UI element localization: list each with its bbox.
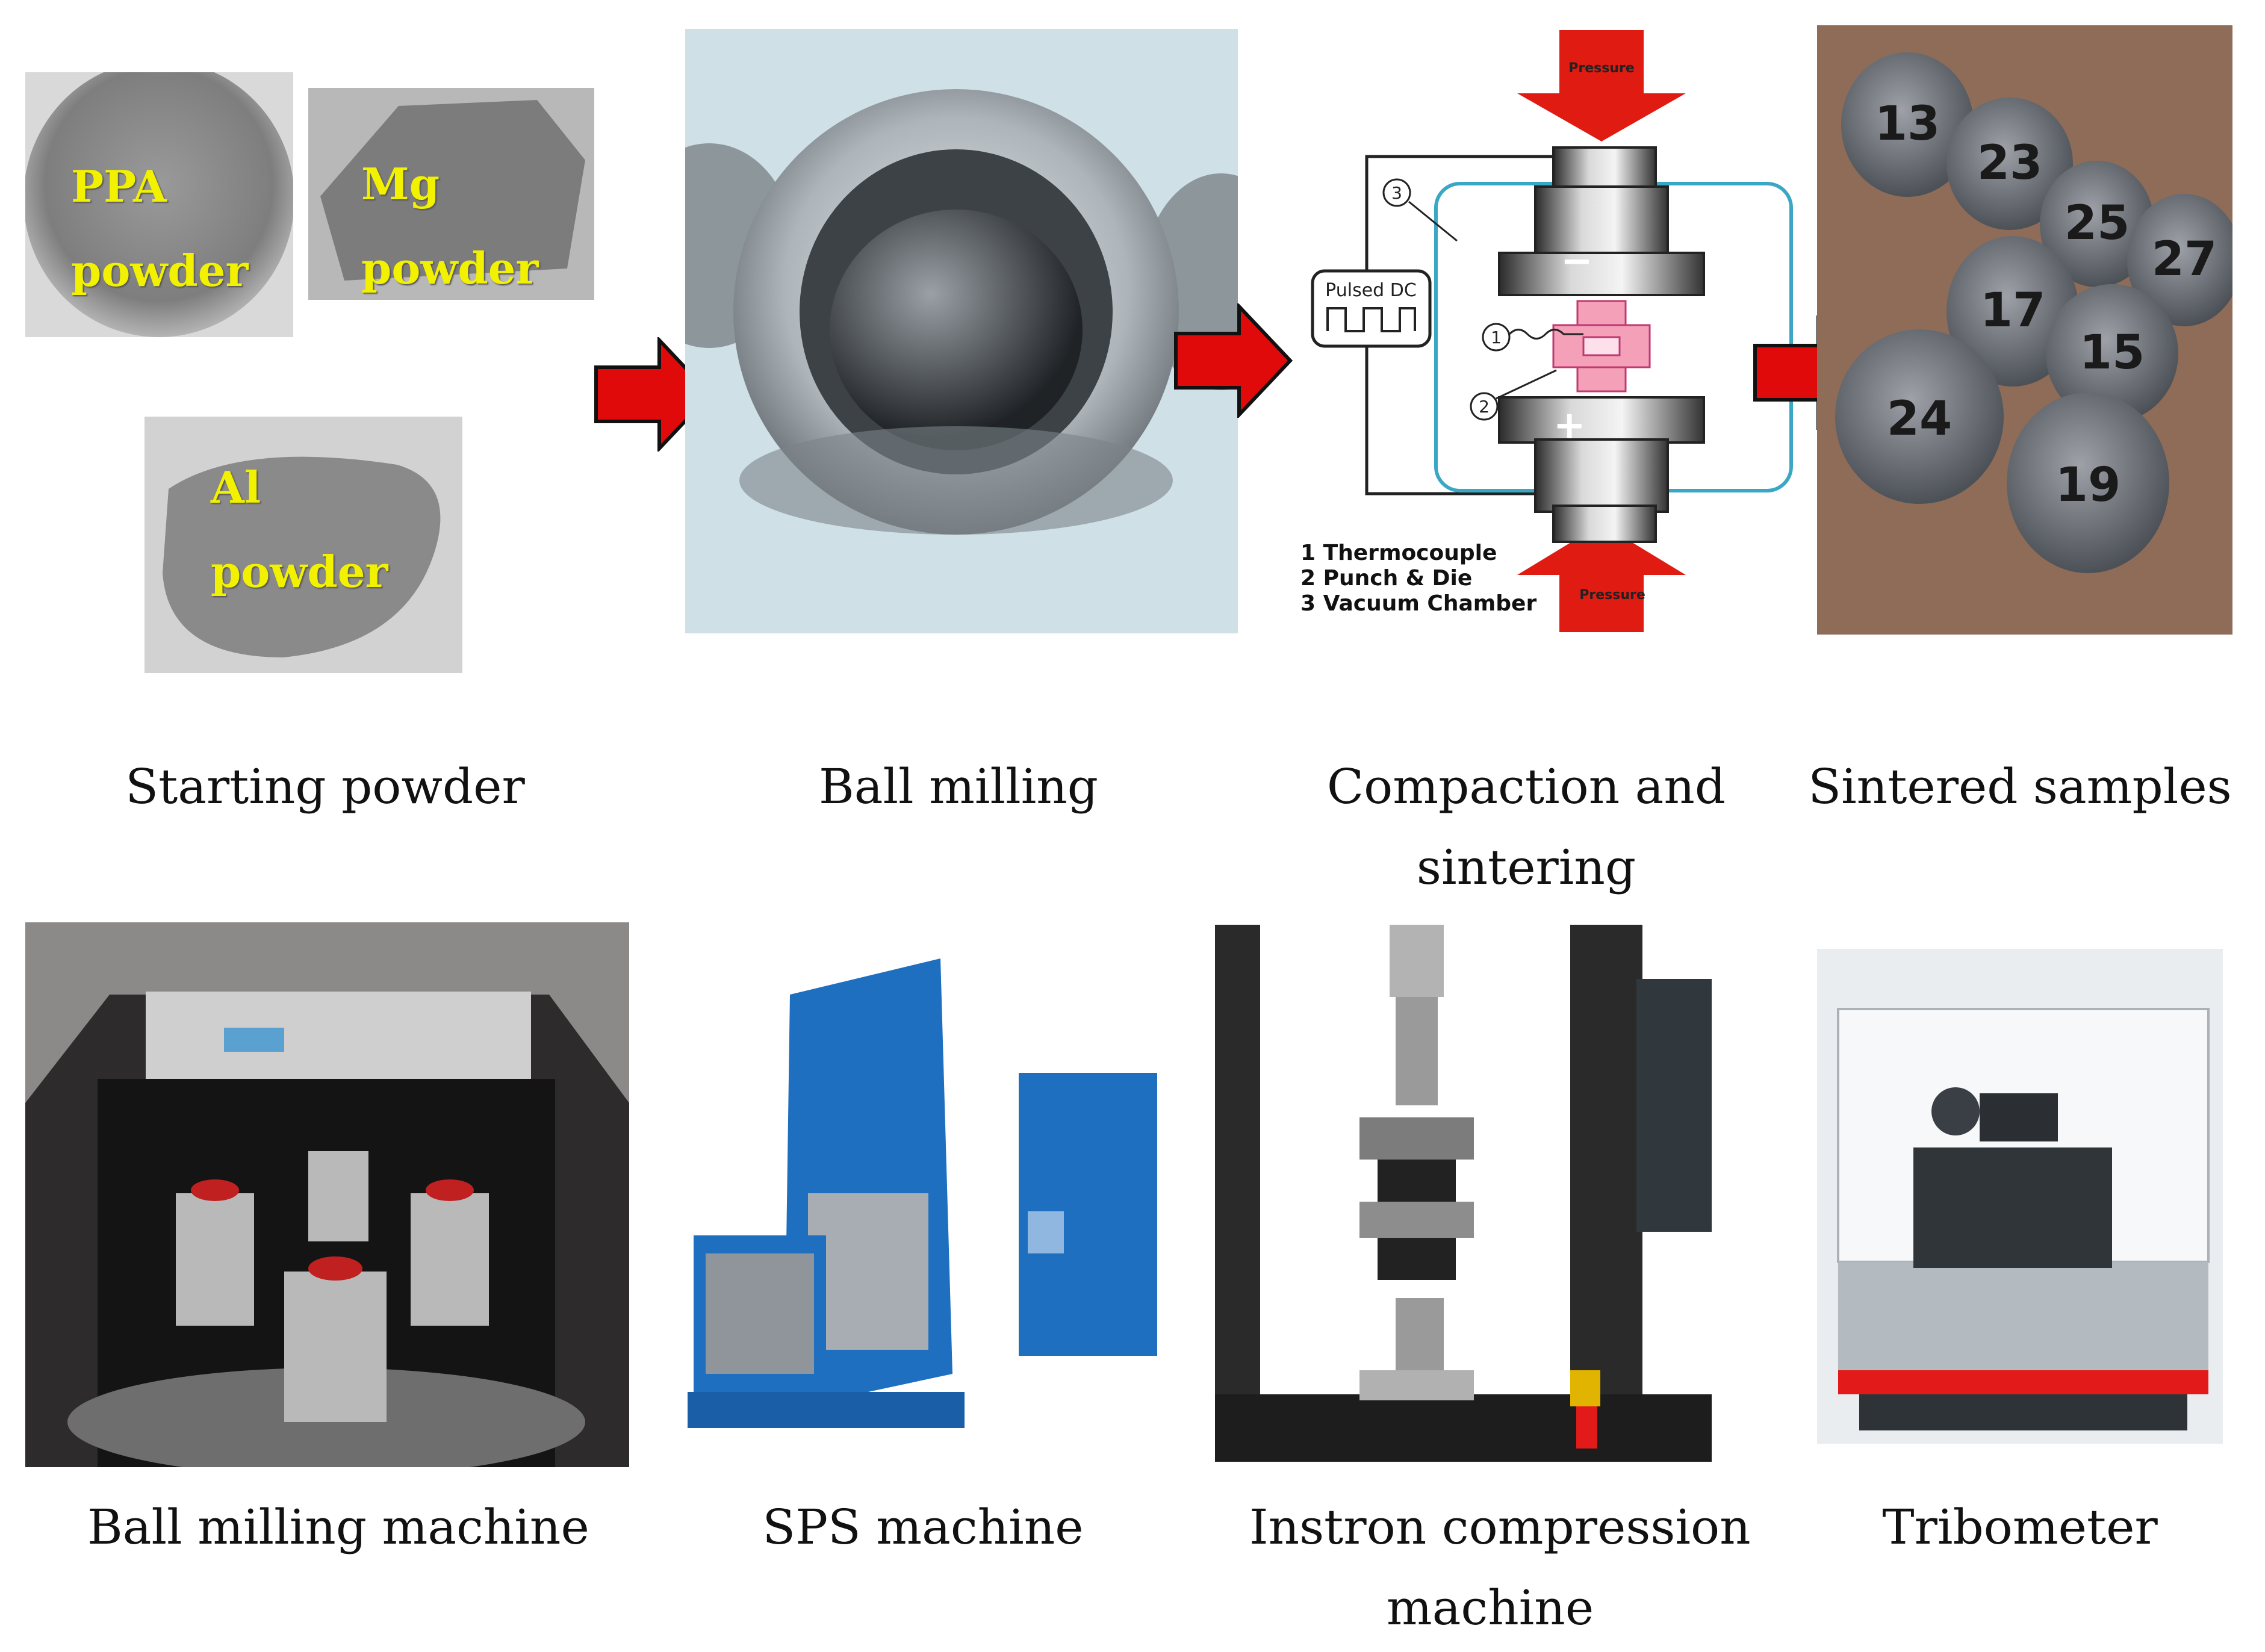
minus-terminal: −: [1561, 239, 1593, 284]
plus-terminal: +: [1553, 403, 1586, 448]
marker-3: 3: [1391, 183, 1402, 203]
pulsed-dc-label: Pulsed DC: [1325, 280, 1417, 301]
al-label-line1: Al: [211, 462, 261, 513]
pressure-bottom-label: Pressure: [1579, 588, 1645, 603]
sps-schematic: Pressure Pressure Pulsed DC −: [1300, 30, 1806, 632]
sample-number: 27: [2152, 232, 2217, 287]
mg-powder-label: Mg powder: [361, 142, 538, 311]
sample-number: 23: [1977, 136, 2043, 190]
ppa-powder-label: PPA powder: [71, 144, 248, 313]
sample-number: 19: [2055, 458, 2121, 512]
arrow-up-icon: [1517, 524, 1686, 632]
mg-powder-photo: [308, 88, 594, 300]
arrow-right-icon: [593, 337, 713, 452]
ball-milling-machine-photo: [25, 922, 629, 1467]
sample-number: 15: [2080, 326, 2145, 380]
caption-compaction-line2: sintering: [1416, 839, 1636, 895]
mg-label-line2: powder: [361, 243, 539, 294]
sps-machine-photo: [682, 952, 1163, 1446]
mg-label-line1: Mg: [361, 158, 440, 210]
sample-number: 24: [1887, 392, 1953, 446]
ball-milling-jar-photo: [685, 29, 1238, 633]
al-label-line2: powder: [211, 546, 388, 597]
caption-tribometer: Tribometer: [1779, 1487, 2261, 1568]
marker-2: 2: [1479, 397, 1490, 417]
marker-1: 1: [1491, 328, 1502, 347]
legend-vacuum-chamber: 3 Vacuum Chamber: [1300, 591, 1536, 616]
caption-equip-2-line1: Instron compression: [1249, 1499, 1751, 1555]
ppa-powder-photo: [25, 72, 293, 337]
caption-sintered-samples: Sintered samples: [1808, 759, 2232, 815]
caption-equip-2-line2: machine: [1386, 1580, 1594, 1636]
legend-punch-die: 2 Punch & Die: [1300, 566, 1472, 591]
arrow-right-icon: [1173, 303, 1293, 418]
legend-thermocouple: 1 Thermocouple: [1300, 541, 1497, 565]
ppa-label-line1: PPA: [71, 161, 167, 212]
al-powder-photo: [144, 417, 462, 673]
ppa-label-line2: powder: [71, 245, 249, 296]
caption-compaction-line1: Compaction and: [1326, 759, 1726, 815]
caption-equip-0-line1: Ball milling machine: [87, 1499, 589, 1555]
caption-sps-machine: SPS machine: [682, 1487, 1164, 1568]
sample-number: 13: [1875, 97, 1940, 151]
caption-instron: Instron compression machine: [1249, 1487, 1751, 1648]
caption-equip-1-line1: SPS machine: [762, 1499, 1084, 1555]
caption-equip-3-line1: Tribometer: [1882, 1499, 2158, 1555]
al-powder-label: Al powder: [211, 446, 388, 614]
caption-ball-milling-machine: Ball milling machine: [87, 1487, 589, 1568]
tribometer-photo: [1817, 949, 2223, 1444]
arrow-down-icon: [1517, 30, 1686, 141]
sample-number: 17: [1980, 284, 2046, 338]
pressure-top-label: Pressure: [1568, 61, 1635, 76]
caption-compaction: Compaction and sintering: [1285, 747, 1767, 908]
instron-machine-photo: [1215, 925, 1712, 1462]
sample-number: 25: [2065, 196, 2130, 250]
caption-starting-powder: Starting powder: [125, 759, 525, 815]
sintered-samples-photo: 13 23 25 27 17 15 24 19: [1817, 25, 2232, 635]
pulse-wave-icon: [1326, 307, 1416, 332]
sample-discs: [1835, 52, 2232, 573]
caption-ball-milling: Ball milling: [818, 759, 1099, 815]
